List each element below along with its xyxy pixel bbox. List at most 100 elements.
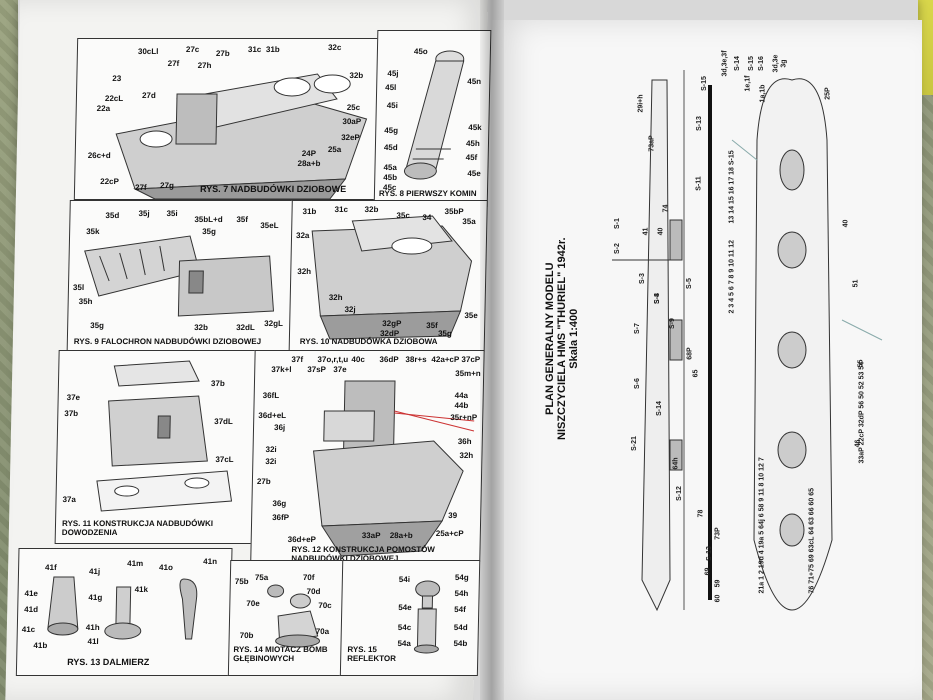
plan-label: 40 bbox=[842, 219, 850, 228]
rys8-label: 45a bbox=[383, 163, 397, 172]
rys12-label: 36d+eL bbox=[258, 411, 287, 420]
rys7-drawing bbox=[115, 73, 368, 199]
rys15-label: 54c bbox=[397, 623, 412, 632]
rys13-label: 41n bbox=[203, 557, 218, 566]
rys12-label: 37sP bbox=[307, 365, 327, 374]
rys12-label: 36g bbox=[272, 499, 287, 508]
rys8-label: 45i bbox=[386, 101, 399, 110]
rys10-label: 35g bbox=[437, 329, 452, 338]
rys13-label: 41o bbox=[159, 563, 174, 572]
rys11-drawing bbox=[96, 360, 233, 512]
rys11-label: 37cL bbox=[215, 455, 234, 464]
rys8-label: 45e bbox=[467, 169, 481, 178]
plan-label: 40 bbox=[657, 227, 665, 236]
rys12-label: 25a+cP bbox=[435, 529, 464, 538]
rys13-drawing bbox=[47, 576, 198, 640]
plan-label: S-15 bbox=[747, 56, 755, 71]
rys13-caption: RYS. 13 DALMIERZ bbox=[67, 657, 150, 667]
rys9-label: 35h bbox=[78, 297, 93, 306]
rys12-label: 32i bbox=[265, 445, 277, 454]
rys7-label: 31c bbox=[247, 45, 262, 54]
plan-number-row: 13 14 15 16 17 18 S-15 bbox=[728, 150, 736, 224]
plan-label: 29i+h bbox=[637, 94, 645, 113]
plan-label: 59 bbox=[714, 579, 722, 588]
rys8-label: 45g bbox=[384, 126, 399, 135]
plan-label: S-14 bbox=[655, 401, 663, 416]
rys8-label: 45o bbox=[413, 47, 428, 56]
rys12-label: 28a+b bbox=[389, 531, 413, 540]
plan-label: S-13 bbox=[705, 546, 713, 561]
book-gutter bbox=[480, 0, 504, 700]
rys7-label: 25a bbox=[327, 145, 342, 154]
rys14-drawing bbox=[267, 584, 321, 648]
rys9-label: 35k bbox=[86, 227, 100, 236]
rys10-label: 32a bbox=[295, 231, 310, 240]
plan-label: 3g bbox=[780, 59, 788, 68]
rys12-label: 44a bbox=[454, 391, 469, 400]
rys12-label: 37f bbox=[291, 355, 304, 364]
plan-number-row: 76 71+75 69 63cL 64 63 66 60 65 bbox=[808, 487, 816, 594]
rys10-label: 32h bbox=[328, 293, 343, 302]
plan-label: S-21 bbox=[630, 436, 638, 451]
plan-label: 78 bbox=[697, 509, 705, 518]
rys11-label: 37b bbox=[210, 379, 225, 388]
rys10-label: 35c bbox=[396, 211, 410, 220]
rys8-label: 45h bbox=[465, 139, 480, 148]
rys11-label: 37a bbox=[62, 495, 76, 504]
rys12-label: 36fP bbox=[272, 513, 290, 522]
rys8-label: 45j bbox=[387, 69, 399, 78]
rys9-label: 35g bbox=[202, 227, 217, 236]
rys7-label: 22cP bbox=[100, 177, 119, 186]
plan-label: S-15 bbox=[700, 76, 708, 91]
rys14-label: 75b bbox=[234, 577, 249, 586]
rys8-label: 45d bbox=[383, 143, 398, 152]
rys9-label: 35d bbox=[105, 211, 120, 220]
rys9-label: 35f bbox=[236, 215, 249, 224]
rys11-caption: RYS. 11 KONSTRUKCJA NADBUDÓWKI DOWODZENI… bbox=[61, 519, 214, 537]
rys10-label: 31b bbox=[302, 207, 317, 216]
plan-label: 1e,1f bbox=[744, 75, 752, 92]
rys12-label: 40c bbox=[351, 355, 365, 364]
rys13-label: 41j bbox=[88, 567, 101, 576]
rys10-label: 32dP bbox=[379, 329, 400, 338]
rys8-label: 45f bbox=[465, 153, 478, 162]
rys12-label: 35m+n bbox=[455, 369, 481, 378]
left-page: RYS. 7 NADBUDÓWKI DZIOBOWE 30cLl 27c 27b… bbox=[5, 0, 492, 700]
plan-label: S-5 bbox=[685, 278, 693, 289]
rys9-caption: RYS. 9 FALOCHRON NADBUDÓWKI DZIOBOWEJ bbox=[73, 337, 262, 346]
rys12-label: 36d+eP bbox=[287, 535, 317, 544]
plan-label: S-8 bbox=[653, 293, 661, 304]
rys10-caption: RYS. 10 NADBUDÓWKA DZIOBOWA bbox=[299, 337, 438, 346]
rys9-label: 35g bbox=[90, 321, 105, 330]
rys7-label: 27g bbox=[160, 181, 175, 190]
rys7-label: 24P bbox=[301, 149, 317, 158]
plan-label: 25P bbox=[824, 87, 832, 100]
rys12-label: 36h bbox=[457, 437, 472, 446]
rys7-label: 32c bbox=[327, 43, 342, 52]
general-plan-drawing bbox=[612, 70, 883, 612]
rys12-label: 32h bbox=[459, 451, 474, 460]
rys14-label: 75a bbox=[254, 573, 269, 582]
rys13-label: 41f bbox=[45, 563, 57, 572]
right-page: PLAN GENERALNY MODELU NISZCZYCIELA HMS "… bbox=[492, 20, 922, 700]
rys7-label: 27h bbox=[197, 61, 212, 70]
figure-rys11: RYS. 11 KONSTRUKCJA NADBUDÓWKI DOWODZENI… bbox=[54, 350, 257, 544]
rys12-label: 44b bbox=[454, 401, 469, 410]
rys7-label: 27c bbox=[185, 45, 200, 54]
rys14-label: 70b bbox=[239, 631, 254, 640]
rys15-label: 54e bbox=[398, 603, 412, 612]
figure-rys7: RYS. 7 NADBUDÓWKI DZIOBOWE 30cLl 27c 27b… bbox=[73, 38, 380, 200]
rys12-label: 37k+l bbox=[271, 365, 292, 374]
rys14-caption: RYS. 14 MIOTACZ BOMB GŁĘBINOWYCH bbox=[233, 645, 328, 663]
rys12-label: 32i bbox=[265, 457, 277, 466]
rys12-label: 38r+s bbox=[405, 355, 427, 364]
rys10-label: 32j bbox=[344, 305, 356, 314]
rys12-label: 35r+nP bbox=[450, 413, 478, 422]
rys7-label: 25c bbox=[346, 103, 361, 112]
rys15-label: 54h bbox=[454, 589, 469, 598]
rys15-label: 54b bbox=[453, 639, 468, 648]
rys12-label: 42a+cP bbox=[431, 355, 460, 364]
plan-label: 41 bbox=[642, 227, 650, 236]
plan-label: 74 bbox=[662, 204, 670, 213]
rys13-label: 41m bbox=[127, 559, 144, 568]
